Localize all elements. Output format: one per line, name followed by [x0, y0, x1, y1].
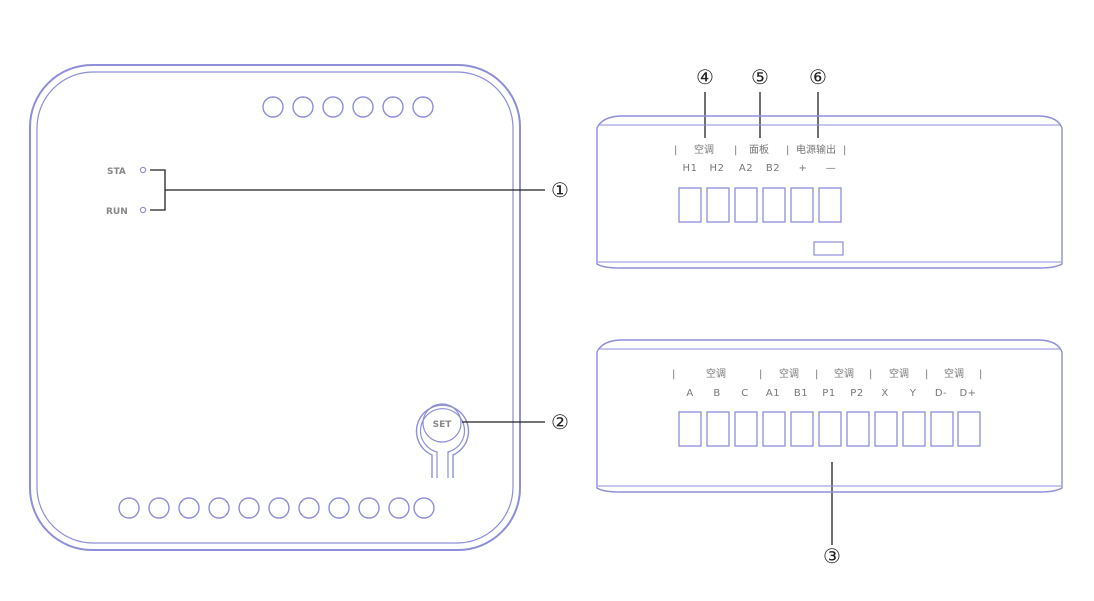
bottom-terminal-slots	[678, 411, 981, 447]
top-terminal-slots	[678, 187, 842, 223]
top-group-power-output: 电源输出	[796, 143, 836, 156]
top-group-panel: 面板	[749, 143, 769, 156]
top-group-ac: 空调	[694, 143, 714, 156]
callout-lines	[150, 92, 833, 545]
bottom-group-ac: 空调	[706, 367, 726, 380]
top-terminal-label: H2	[710, 163, 725, 174]
bottom-vent-holes	[118, 497, 435, 519]
main-unit: STA RUN SET	[29, 64, 521, 551]
top-terminal-label: B2	[766, 163, 780, 174]
bottom-terminal-label: A1	[766, 388, 780, 399]
bottom-terminal-label: D-	[935, 388, 947, 399]
svg-text:|: |	[979, 369, 982, 380]
set-button-label: SET	[433, 420, 453, 430]
bottom-group-ac: 空调	[779, 367, 799, 380]
bottom-terminal-label: X	[881, 388, 888, 399]
svg-text:|: |	[759, 369, 762, 380]
svg-text:|: |	[925, 369, 928, 380]
top-terminal-label: +	[799, 163, 808, 174]
top-terminal-label: H1	[683, 163, 698, 174]
callout-1: ①	[551, 178, 569, 202]
svg-text:|: |	[815, 369, 818, 380]
bottom-terminal-label: B	[713, 388, 720, 399]
top-side-panel: | | | | 空调 面板 电源输出 H1 H2 A2 B2 + —	[596, 115, 1063, 269]
svg-text:|: |	[672, 369, 675, 380]
callout-4: ④	[696, 65, 714, 89]
sta-led-icon	[139, 166, 147, 174]
callout-5: ⑤	[751, 65, 769, 89]
bottom-group-ac: 空调	[889, 367, 909, 380]
svg-text:|: |	[869, 369, 872, 380]
run-led-icon	[139, 206, 147, 214]
svg-text:|: |	[674, 145, 677, 156]
usb-port	[813, 241, 844, 256]
sta-led-label: STA	[107, 167, 126, 177]
bottom-terminal-label: B1	[794, 388, 808, 399]
top-vent-holes	[262, 96, 434, 118]
callout-3: ③	[823, 544, 841, 568]
top-terminal-label: A2	[739, 163, 753, 174]
svg-text:|: |	[786, 145, 789, 156]
bottom-terminal-label: P2	[850, 388, 863, 399]
bottom-group-ac: 空调	[834, 367, 854, 380]
bottom-terminal-label: A	[686, 388, 693, 399]
bottom-terminal-label: D+	[959, 388, 976, 399]
svg-text:|: |	[734, 145, 737, 156]
callout-6: ⑥	[809, 65, 827, 89]
bottom-terminal-label: C	[741, 388, 748, 399]
run-led-label: RUN	[106, 207, 128, 217]
callout-2: ②	[551, 410, 569, 434]
svg-text:|: |	[843, 145, 846, 156]
set-button[interactable]: SET	[415, 403, 470, 478]
bottom-side-panel: | | | | | | 空调 空调 空调 空调 空调 A B C A1 B1 P…	[596, 339, 1063, 493]
bottom-terminal-label: Y	[909, 388, 917, 399]
bottom-terminal-label: P1	[822, 388, 835, 399]
bottom-group-ac: 空调	[944, 367, 964, 380]
top-terminal-label: —	[826, 163, 837, 174]
